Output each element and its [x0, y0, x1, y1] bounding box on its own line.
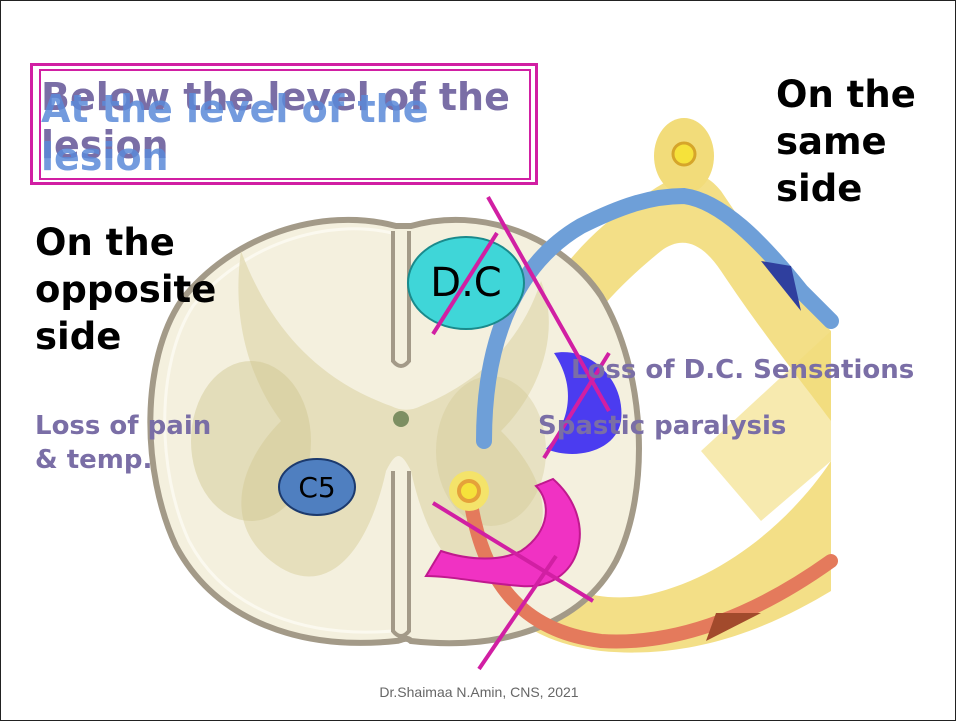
opposite-side-line3: side — [35, 313, 216, 360]
same-side-line2: same — [776, 118, 916, 165]
footer-credit: Dr.Shaimaa N.Amin, CNS, 2021 — [1, 684, 956, 700]
dc-tract-label: D.C — [408, 237, 524, 329]
label-opposite-side: On the opposite side — [35, 219, 216, 360]
label-same-side: On the same side — [776, 71, 916, 212]
label-loss-pain: Loss of pain & temp. — [35, 409, 211, 477]
central-canal — [393, 411, 409, 427]
label-spastic: Spastic paralysis — [538, 409, 786, 443]
loss-pain-line1: Loss of pain — [35, 409, 211, 443]
same-side-line1: On the — [776, 71, 916, 118]
title-at-line1: At the level of the — [41, 85, 531, 133]
loss-pain-line2: & temp. — [35, 443, 211, 477]
label-loss-dc: Loss of D.C. Sensations — [571, 353, 914, 387]
same-side-line3: side — [776, 165, 916, 212]
opposite-side-line1: On the — [35, 219, 216, 266]
title-at-line2: lesion — [41, 133, 531, 181]
c5-label: C5 — [279, 459, 355, 515]
opposite-side-line2: opposite — [35, 266, 216, 313]
title-at-level: At the level of the lesion — [41, 85, 531, 181]
